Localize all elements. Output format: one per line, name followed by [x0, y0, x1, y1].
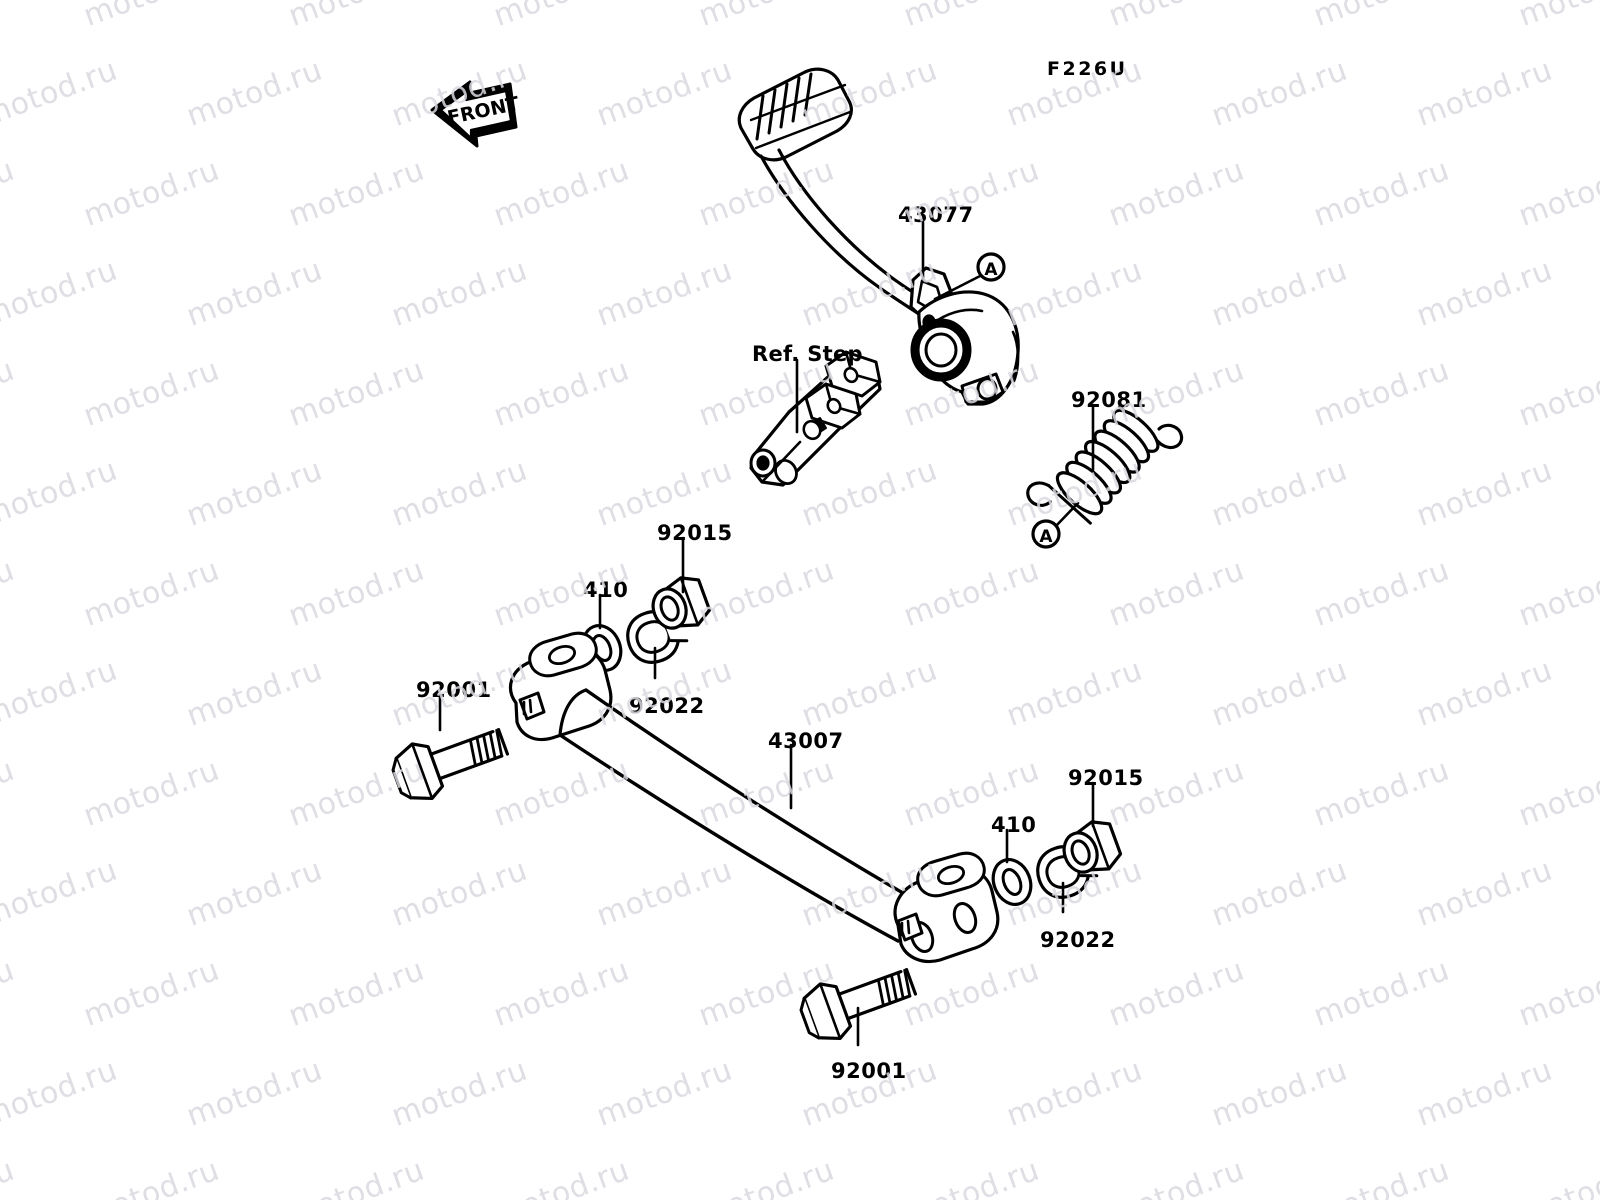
label-ref-step: Ref. Step — [752, 342, 863, 366]
leader-lines — [438, 220, 1095, 1047]
washer-lower-part — [991, 858, 1033, 906]
label-43007: 43007 — [768, 729, 844, 753]
label-92001-lower: 92001 — [831, 1059, 907, 1083]
torque-rod-part — [508, 631, 1000, 964]
nut-upper-part — [651, 576, 712, 630]
callout-a-pedal-letter: A — [984, 260, 998, 280]
label-410-lower: 410 — [991, 813, 1037, 837]
bolt-upper-part — [391, 727, 510, 801]
bolt-lower-part — [799, 967, 918, 1041]
label-43077: 43077 — [898, 203, 974, 227]
label-92015-upper: 92015 — [657, 521, 733, 545]
label-92022-lower: 92022 — [1040, 928, 1116, 952]
label-92015-lower: 92015 — [1068, 766, 1144, 790]
diagram-code: F226U — [1047, 58, 1128, 80]
callout-markers — [976, 252, 1061, 549]
return-spring-part — [1026, 405, 1184, 525]
brake-pedal-part — [737, 67, 1020, 406]
label-92081: 92081 — [1071, 388, 1147, 412]
label-92001-upper: 92001 — [416, 678, 492, 702]
label-410-upper: 410 — [583, 578, 629, 602]
label-92022-upper: 92022 — [629, 694, 705, 718]
callout-a-spring-letter: A — [1039, 527, 1053, 547]
step-bracket-part — [749, 350, 882, 487]
nut-lower-part — [1062, 820, 1123, 874]
front-arrow-icon — [430, 80, 518, 148]
